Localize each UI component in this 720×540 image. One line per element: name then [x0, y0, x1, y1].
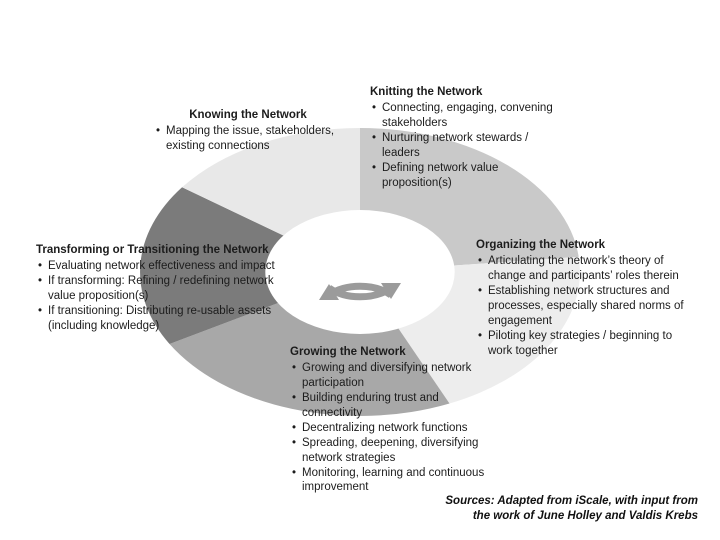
label-knowing-the-network: Knowing the Network Mapping the issue, s…: [150, 108, 336, 154]
title-growing: Growing the Network: [290, 346, 406, 358]
bullet: Mapping the issue, stakeholders, existin…: [150, 124, 336, 154]
label-growing-the-network: Growing the Network Growing and diversif…: [290, 345, 490, 495]
title-transforming: Transforming or Transitioning the Networ…: [36, 244, 269, 256]
bullets-knitting: Connecting, engaging, convening stakehol…: [370, 101, 566, 191]
bullet: If transforming: Refining / redefining n…: [36, 274, 276, 304]
title-knowing: Knowing the Network: [189, 109, 307, 121]
bullets-transforming: Evaluating network effectiveness and imp…: [36, 259, 276, 334]
bullet: Spreading, deepening, diversifying netwo…: [290, 436, 490, 466]
bullets-organizing: Articulating the network’s theory of cha…: [476, 254, 692, 359]
source-line-1: Sources: Adapted from iScale, with input…: [445, 494, 698, 507]
bullet: Building enduring trust and connectivity: [290, 391, 490, 421]
title-organizing: Organizing the Network: [476, 239, 606, 251]
bullet: Defining network value proposition(s): [370, 161, 566, 191]
bullet: Piloting key strategies / beginning to w…: [476, 329, 692, 359]
bullet: Articulating the network’s theory of cha…: [476, 254, 692, 284]
bullets-knowing: Mapping the issue, stakeholders, existin…: [150, 124, 336, 154]
bullet: If transitioning: Distributing re-usable…: [36, 304, 276, 334]
source-line-2: the work of June Holley and Valdis Krebs: [472, 509, 698, 522]
bullet: Connecting, engaging, convening stakehol…: [370, 101, 566, 131]
source-note: Sources: Adapted from iScale, with input…: [408, 494, 698, 524]
bullet: Establishing network structures and proc…: [476, 284, 692, 329]
bullets-growing: Growing and diversifying network partici…: [290, 361, 490, 495]
wheel-hub: [265, 210, 455, 334]
circular-arrows-icon: [326, 282, 394, 301]
bullet: Nurturing network stewards / leaders: [370, 131, 566, 161]
bullet: Decentralizing network functions: [290, 421, 490, 436]
bullet: Growing and diversifying network partici…: [290, 361, 490, 391]
bullet: Evaluating network effectiveness and imp…: [36, 259, 276, 274]
title-knitting: Knitting the Network: [370, 86, 483, 98]
bullet: Monitoring, learning and continuous impr…: [290, 466, 490, 496]
label-transforming-or-transitioning-the-network: Transforming or Transitioning the Networ…: [36, 243, 276, 334]
circular-arrows-heads-icon: [319, 283, 401, 300]
label-knitting-the-network: Knitting the Network Connecting, engagin…: [370, 85, 566, 191]
label-organizing-the-network: Organizing the Network Articulating the …: [476, 238, 692, 359]
